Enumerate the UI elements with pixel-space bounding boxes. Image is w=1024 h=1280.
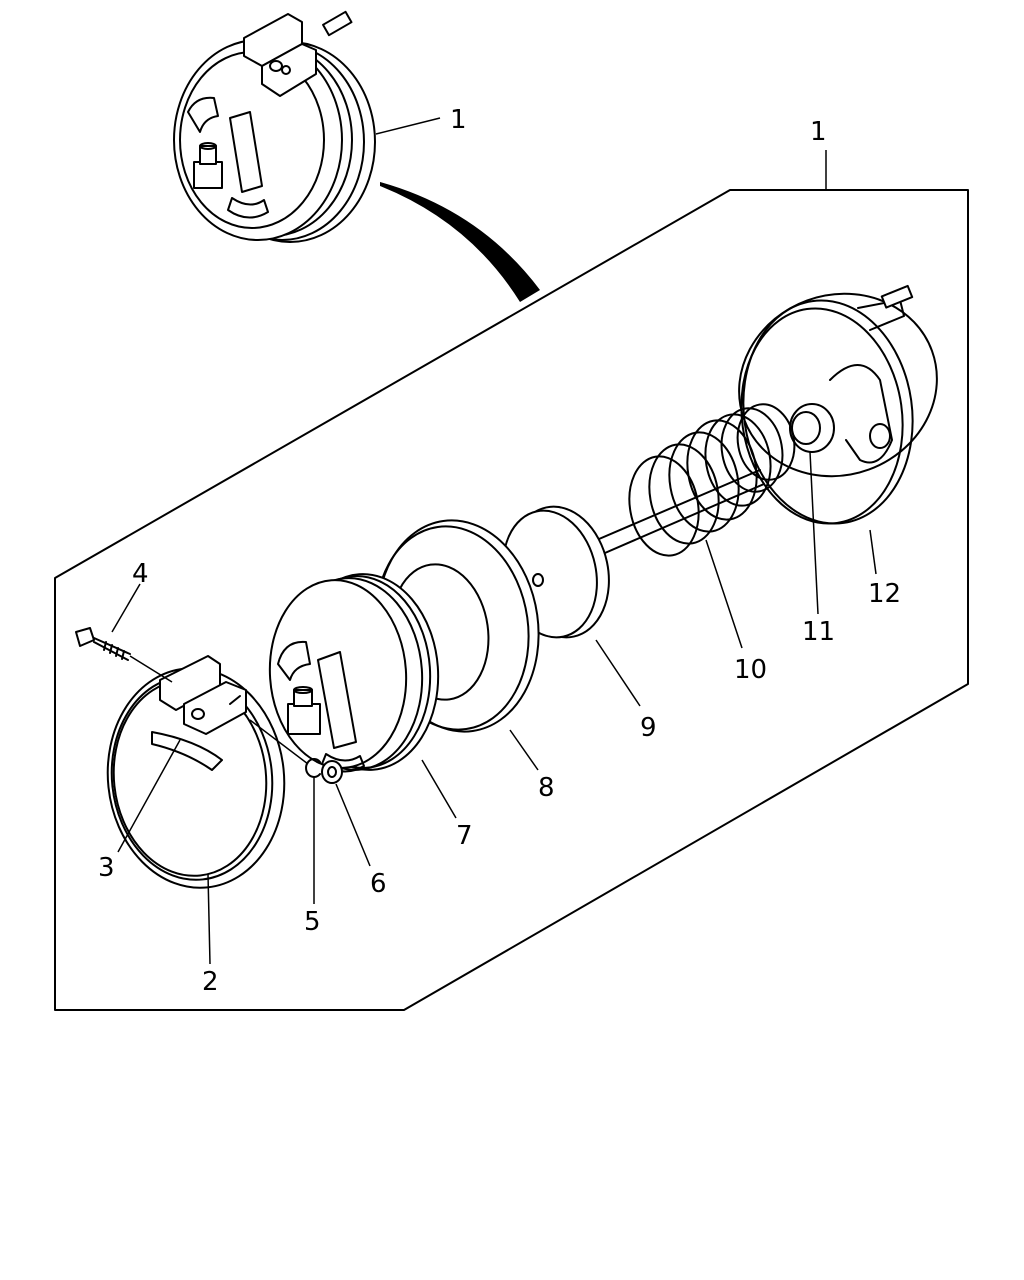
clamp-band <box>106 655 286 889</box>
clamp-bolt <box>75 627 173 683</box>
front-housing <box>268 573 440 773</box>
callout-12-rear-housing: 12 <box>868 579 901 609</box>
callout-1-assembly: 1 <box>450 105 467 135</box>
callout-1-frame: 1 <box>810 117 827 147</box>
return-spring <box>628 403 796 557</box>
washer <box>321 760 343 784</box>
rear-housing <box>738 284 938 525</box>
exploded-view-frame <box>54 189 969 1011</box>
bushing <box>789 403 835 453</box>
callout-9-piston: 9 <box>640 713 657 743</box>
assembled-brake-chamber <box>173 10 376 243</box>
band-insert <box>151 731 223 771</box>
snap-ring <box>305 758 321 778</box>
callout-4-bolt: 4 <box>132 559 149 589</box>
leader-lines <box>111 117 877 965</box>
bolt-axis-line <box>249 719 309 765</box>
callout-7-front-housing: 7 <box>456 821 473 851</box>
callout-5-snap-ring: 5 <box>304 907 321 937</box>
callout-2-clamp-band: 2 <box>202 967 219 997</box>
callout-11-bushing: 11 <box>802 617 835 647</box>
callout-3-insert: 3 <box>98 853 115 883</box>
callout-6-washer: 6 <box>370 869 387 899</box>
callout-8-diaphragm: 8 <box>538 773 555 803</box>
callout-10-spring: 10 <box>734 655 767 685</box>
curved-arrow <box>380 182 540 302</box>
